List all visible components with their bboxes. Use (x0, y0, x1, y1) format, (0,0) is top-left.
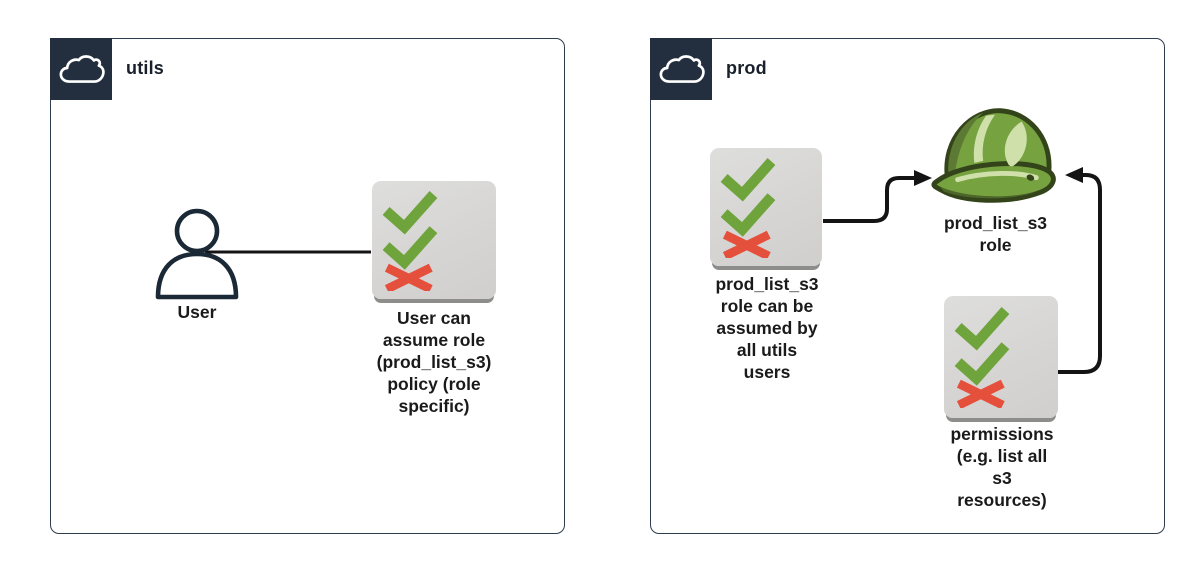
trust-policy-icon (710, 148, 822, 266)
prod-account-label: prod (726, 58, 767, 78)
trust-policy-caption: prod_list_s3 role can be assumed by all … (715, 274, 819, 382)
role-caption: prod_list_s3 role (943, 213, 1048, 255)
policy-checklist-marks (720, 158, 776, 258)
role-hard-hat-icon (931, 108, 1056, 203)
prod-account-tab (650, 38, 712, 100)
utils-account-boundary (50, 38, 565, 534)
utils-account-tab (50, 38, 112, 100)
policy-checklist-marks (382, 191, 438, 291)
assume-role-policy-caption: User can assume role (prod_list_s3) poli… (376, 308, 492, 416)
policy-checklist-marks (954, 307, 1010, 408)
permissions-policy-caption: permissions (e.g. list all s3 resources) (950, 424, 1054, 510)
user-label: User (177, 302, 217, 322)
prod-account-boundary (650, 38, 1165, 534)
assume-role-policy-icon (372, 181, 496, 299)
user-icon (155, 208, 239, 300)
cloud-icon (659, 55, 705, 83)
permissions-policy-icon (944, 296, 1058, 418)
utils-account-label: utils (126, 58, 165, 78)
cloud-icon (59, 55, 105, 83)
